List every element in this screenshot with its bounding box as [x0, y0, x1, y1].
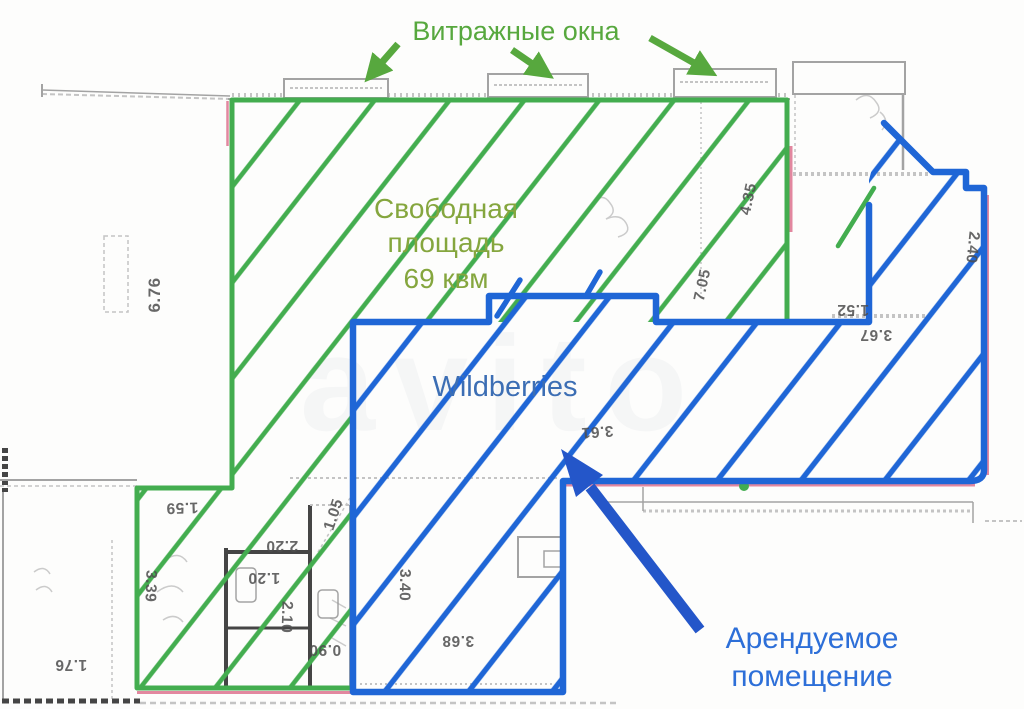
free-area-label: Свободная площадь 69 квм	[374, 193, 518, 294]
dimension-labels: 6.76 4.35 7.05 2.40 1.52 3.67 3.61 1.59 …	[55, 182, 983, 673]
dim-1-20: 1.20	[248, 569, 280, 586]
window-arrow-2	[510, 47, 554, 79]
free-area-outline	[134, 97, 790, 691]
window-sill-2	[487, 73, 589, 98]
stained-glass-windows-label: Витражные окна	[412, 16, 620, 46]
rented-arrow-shaft	[585, 483, 705, 634]
annotations: Витражные окна Свободная площадь 69 квм …	[364, 16, 899, 693]
dim-2-40: 2.40	[962, 231, 982, 265]
free-area-label-line2: площадь	[388, 227, 505, 258]
dim-3-39: 3.39	[141, 570, 159, 603]
dim-7-05: 7.05	[691, 268, 714, 303]
dim-3-40: 3.40	[396, 569, 414, 601]
column-shaft	[103, 235, 129, 313]
rented-region	[349, 119, 988, 696]
free-area-label-line1: Свободная	[374, 193, 518, 224]
wildberries-label: Wildberries	[432, 371, 577, 403]
dim-2-10: 2.10	[277, 601, 295, 634]
free-area-hatch	[137, 100, 787, 688]
window-arrow-3	[648, 34, 718, 77]
dim-2-20: 2.20	[266, 537, 298, 554]
stray-green-hatch	[835, 185, 877, 249]
dim-1-59: 1.59	[166, 498, 199, 516]
dim-4-35: 4.35	[737, 182, 760, 217]
dim-1-76: 1.76	[55, 656, 87, 673]
handwriting-scribble-4	[33, 567, 53, 593]
free-area-region	[134, 97, 877, 691]
rented-premises-label-line1: Арендуемое	[726, 622, 899, 655]
pink-wall-accents	[137, 101, 989, 694]
stray-blue-hatch-1	[494, 277, 523, 319]
rented-premises-label-line2: помещение	[731, 660, 892, 693]
rented-premises-label: Арендуемое помещение	[726, 622, 899, 693]
rented-outline	[349, 119, 988, 696]
dim-6-76: 6.76	[145, 277, 164, 312]
bay-window	[792, 61, 906, 95]
window-arrow-1	[364, 41, 401, 83]
free-area-label-line3: 69 квм	[404, 263, 489, 294]
stray-blue-hatch-2	[583, 269, 603, 299]
dim-3-68: 3.68	[442, 632, 474, 649]
dim-0-90: 0.90	[309, 641, 341, 658]
dim-3-67: 3.67	[860, 326, 892, 343]
rented-arrow-head	[561, 449, 603, 497]
dim-1-52: 1.52	[837, 301, 869, 318]
handwriting-scribble-2	[855, 94, 887, 131]
rented-hatch	[353, 123, 984, 692]
dim-3-61: 3.61	[581, 422, 614, 441]
